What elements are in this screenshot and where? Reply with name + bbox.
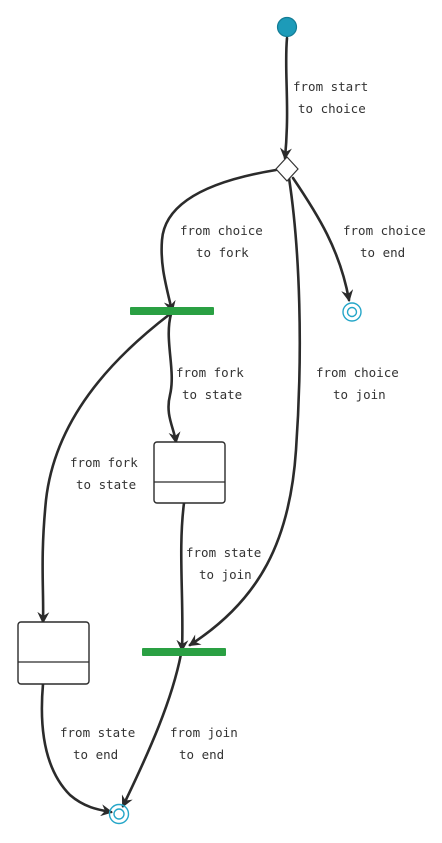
fork-bar[interactable]	[130, 307, 214, 315]
edge-join-to-end[interactable]: from join to end	[121, 652, 245, 808]
end-node-choice[interactable]	[342, 302, 362, 322]
edge-state-b-to-end[interactable]: from state to end	[40, 682, 143, 817]
edge-state-a-to-join[interactable]: from state to join	[176, 501, 269, 652]
edge-label: from fork to state	[176, 365, 251, 402]
edge-label: from fork to state	[70, 455, 145, 492]
start-node[interactable]	[276, 16, 298, 38]
edge-label: from start to choice	[293, 79, 376, 116]
edge-label: from state to join	[186, 545, 269, 582]
choice-node[interactable]	[275, 156, 299, 182]
edge-label: from choice to join	[316, 365, 406, 402]
end-node-main[interactable]	[108, 803, 130, 825]
edge-fork-to-state-b[interactable]: from fork to state	[37, 312, 172, 624]
state-box-a[interactable]	[153, 441, 226, 504]
edge-choice-to-fork[interactable]: from choice to fork	[160, 168, 278, 313]
join-bar[interactable]	[142, 648, 226, 656]
edge-label: from choice to fork	[180, 223, 270, 260]
edge-label: from join to end	[170, 725, 245, 762]
edge-start-to-choice[interactable]: from start to choice	[279, 36, 376, 160]
edge-choice-to-join[interactable]: from choice to join	[188, 176, 406, 647]
edge-choice-to-end[interactable]: from choice to end	[291, 176, 433, 302]
state-box-b[interactable]	[17, 621, 90, 685]
edge-label: from choice to end	[343, 223, 433, 260]
edge-fork-to-state-a[interactable]: from fork to state	[167, 312, 252, 444]
edge-label: from state to end	[60, 725, 143, 762]
